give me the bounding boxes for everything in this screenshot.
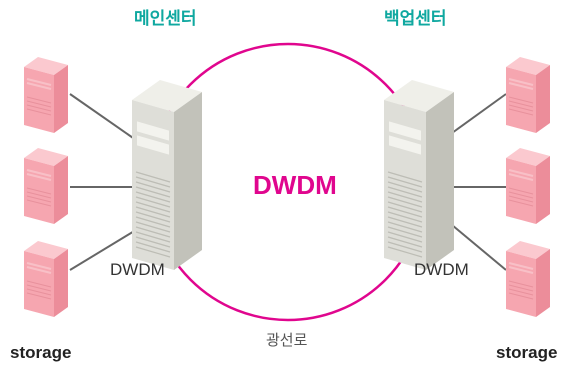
right-link-top bbox=[451, 93, 507, 134]
main-center-title: 메인센터 bbox=[134, 9, 197, 28]
right-storage-label: storage bbox=[496, 343, 558, 362]
right-dwdm-label: DWDM bbox=[414, 260, 469, 279]
dwdm-ring-label: DWDM bbox=[253, 170, 337, 200]
right-storage-unit-2 bbox=[505, 147, 551, 225]
left-storage-unit-2 bbox=[23, 147, 69, 225]
right-storage-unit-1 bbox=[505, 56, 551, 134]
left-storage-links bbox=[69, 93, 137, 271]
backup-center-title: 백업센터 bbox=[384, 9, 447, 28]
right-storage-links bbox=[451, 93, 507, 271]
left-link-bottom bbox=[69, 229, 137, 271]
right-storage-unit-3 bbox=[505, 240, 551, 318]
left-dwdm-label: DWDM bbox=[110, 260, 165, 279]
right-dwdm-server bbox=[383, 79, 455, 271]
left-storage-label: storage bbox=[10, 343, 72, 362]
left-storage-unit-1 bbox=[23, 56, 69, 134]
right-link-bottom bbox=[451, 224, 507, 271]
left-dwdm-server bbox=[131, 79, 203, 271]
left-storage-unit-3 bbox=[23, 240, 69, 318]
fiber-optic-line-label: 광선로 bbox=[266, 332, 308, 349]
left-link-top bbox=[69, 93, 137, 141]
